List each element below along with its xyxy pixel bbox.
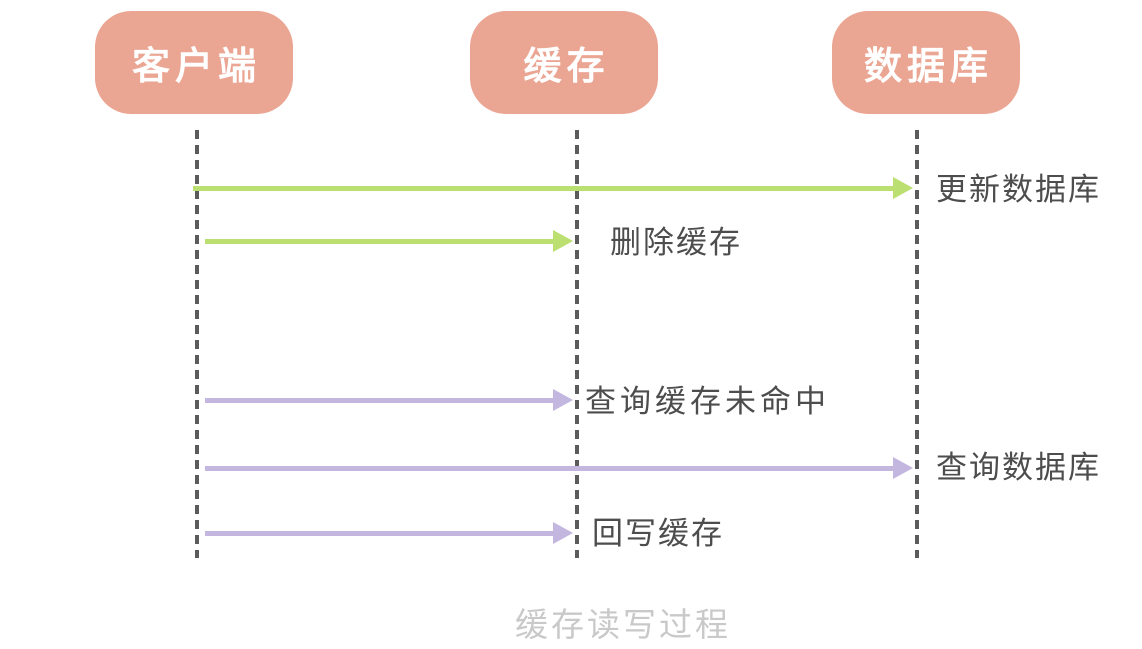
- message-arrow-query-database: [205, 456, 913, 480]
- actor-label-cache: 缓存: [523, 46, 610, 88]
- arrowhead-icon: [893, 177, 913, 199]
- arrow-shaft: [205, 238, 553, 244]
- lifeline-client: [195, 130, 199, 558]
- message-label-delete-cache: 删除缓存: [610, 225, 742, 260]
- lifeline-database: [915, 130, 919, 558]
- message-arrow-write-back-cache: [205, 521, 573, 545]
- actor-label-database: 数据库: [863, 46, 993, 88]
- message-arrow-delete-cache: [205, 229, 573, 253]
- arrow-shaft: [205, 397, 553, 403]
- actor-box-cache: 缓存: [470, 11, 658, 114]
- actor-box-client: 客户端: [95, 11, 293, 114]
- arrowhead-icon: [553, 389, 573, 411]
- message-arrow-query-cache-miss: [205, 388, 573, 412]
- message-label-write-back-cache: 回写缓存: [592, 516, 724, 551]
- actor-label-client: 客户端: [131, 46, 261, 88]
- message-label-update-database: 更新数据库: [936, 172, 1101, 207]
- message-label-query-cache-miss: 查询缓存未命中: [585, 384, 830, 419]
- arrowhead-icon: [893, 457, 913, 479]
- arrow-shaft: [205, 465, 893, 471]
- lifeline-cache: [575, 130, 579, 558]
- arrow-shaft: [193, 185, 893, 191]
- message-arrow-update-database: [193, 176, 913, 200]
- arrowhead-icon: [553, 522, 573, 544]
- diagram-caption: 缓存读写过程: [515, 606, 731, 643]
- actor-box-database: 数据库: [832, 11, 1020, 114]
- arrowhead-icon: [553, 230, 573, 252]
- message-label-query-database: 查询数据库: [936, 450, 1101, 485]
- arrow-shaft: [205, 530, 553, 536]
